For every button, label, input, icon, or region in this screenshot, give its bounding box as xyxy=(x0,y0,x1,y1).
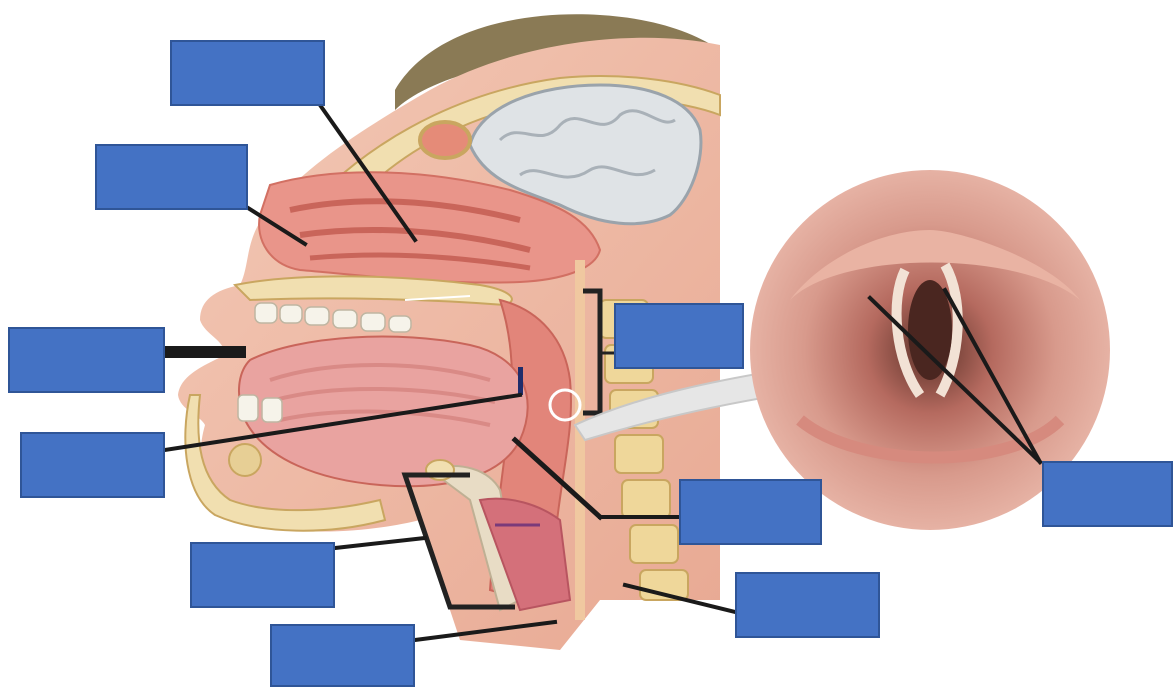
label-box-3[interactable] xyxy=(8,327,165,393)
label-box-6[interactable] xyxy=(270,624,415,687)
label-box-1[interactable] xyxy=(170,40,325,106)
label-box-7[interactable] xyxy=(614,303,744,369)
label-box-9[interactable] xyxy=(735,572,880,638)
label-box-2[interactable] xyxy=(95,144,248,210)
label-box-10[interactable] xyxy=(1042,461,1173,527)
label-box-4[interactable] xyxy=(20,432,165,498)
label-box-8[interactable] xyxy=(679,479,822,545)
label-box-5[interactable] xyxy=(190,542,335,608)
